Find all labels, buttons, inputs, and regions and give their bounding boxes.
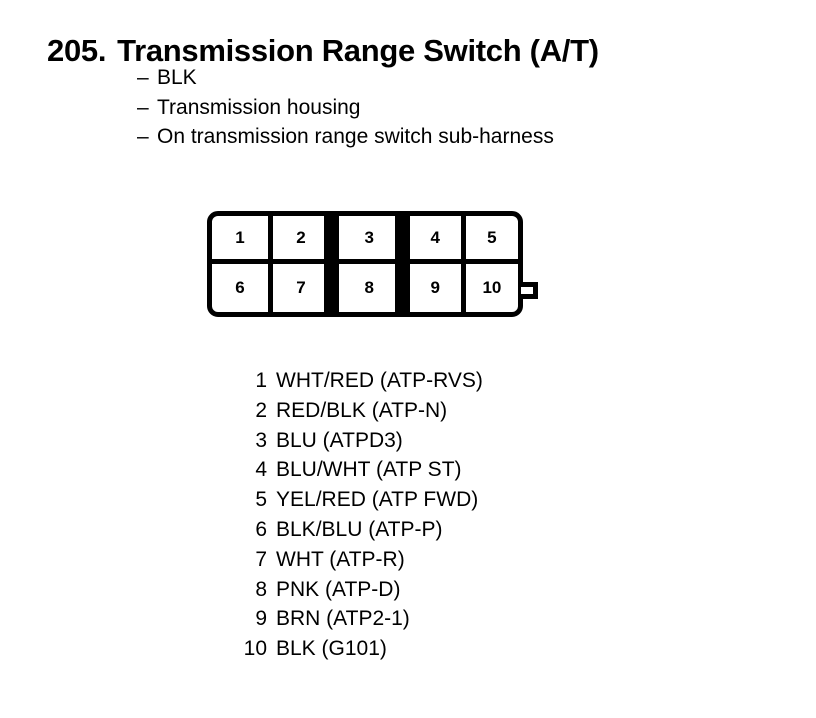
- note-item: –On transmission range switch sub-harnes…: [137, 122, 554, 152]
- connector-cell-5: 5: [465, 216, 518, 264]
- pin-row: 10 BLK (G101): [186, 634, 483, 664]
- pin-number: 5: [255, 488, 267, 512]
- pin-number: 9: [255, 607, 267, 631]
- pin-number: 3: [255, 428, 267, 452]
- page-title-number: 205.: [47, 32, 107, 68]
- pin-row: 4 BLU/WHT (ATP ST): [186, 455, 483, 485]
- note-item-label: BLK: [157, 66, 197, 89]
- page-title: 205. Transmission Range Switch (A/T): [47, 35, 599, 66]
- connector-cell-7: 7: [296, 278, 306, 297]
- pin-number: 1: [255, 369, 267, 392]
- connector-column-4: 4 9: [404, 216, 461, 312]
- connector-cell-8: 8: [364, 278, 374, 297]
- connector-pin-grid: 1 6 2 7 3 8 4 9 5 10: [212, 216, 518, 312]
- pin-number: 10: [243, 637, 267, 661]
- connector-shell: [207, 211, 523, 317]
- notes-list: –BLK –Transmission housing –On transmiss…: [137, 63, 554, 152]
- pin-row: 5 YEL/RED (ATP FWD): [186, 485, 483, 515]
- dash-icon: –: [137, 125, 149, 148]
- note-item-label: On transmission range switch sub-harness: [157, 125, 554, 148]
- pin-description: BLU (ATPD3): [276, 428, 403, 452]
- pin-description: BLU/WHT (ATP ST): [276, 458, 462, 482]
- connector-column-2: 2 7: [267, 216, 329, 312]
- connector-cell-2: 2: [272, 216, 329, 264]
- connector-cell-9: 9: [430, 278, 440, 297]
- connector-diagram: 1 6 2 7 3 8 4 9 5 10: [207, 211, 538, 323]
- page-title-text: Transmission Range Switch (A/T): [117, 32, 599, 68]
- connector-cell-1: 1: [212, 216, 268, 264]
- connector-column-5: 5 10: [460, 216, 518, 312]
- pin-row: 9 BRN (ATP2-1): [186, 604, 483, 634]
- pin-number: 8: [255, 577, 267, 601]
- connector-cell-3: 3: [338, 216, 400, 264]
- pin-description: BLK (G101): [276, 637, 387, 661]
- note-item: –BLK: [137, 63, 554, 93]
- note-item-label: Transmission housing: [157, 95, 361, 119]
- connector-cell-6: 6: [235, 278, 245, 297]
- pin-row: 7 WHT (ATP-R): [186, 545, 483, 575]
- pin-row: 2 RED/BLK (ATP-N): [186, 396, 483, 426]
- pin-number: 2: [255, 398, 267, 422]
- pin-row: 1 WHT/RED (ATP-RVS): [186, 366, 483, 396]
- pin-description: YEL/RED (ATP FWD): [276, 488, 479, 512]
- connector-column-1: 1 6: [212, 216, 268, 312]
- pin-number: 7: [255, 547, 267, 571]
- connector-latch-tab: [521, 282, 538, 299]
- pin-assignment-list: 1 WHT/RED (ATP-RVS) 2 RED/BLK (ATP-N) 3 …: [186, 366, 483, 664]
- note-item: –Transmission housing: [137, 93, 554, 123]
- pin-row: 6 BLK/BLU (ATP-P): [186, 515, 483, 545]
- pin-description: BRN (ATP2-1): [276, 607, 410, 631]
- pin-number: 6: [255, 517, 267, 541]
- pin-row: 3 BLU (ATPD3): [186, 426, 483, 456]
- connector-column-3: 3 8: [333, 216, 400, 312]
- dash-icon: –: [137, 66, 149, 89]
- connector-cell-4: 4: [409, 216, 461, 264]
- pin-description: WHT/RED (ATP-RVS): [276, 369, 483, 392]
- pin-description: RED/BLK (ATP-N): [276, 398, 448, 422]
- pin-description: BLK/BLU (ATP-P): [276, 517, 443, 541]
- dash-icon: –: [137, 95, 149, 119]
- pin-description: PNK (ATP-D): [276, 577, 401, 601]
- connector-cell-10: 10: [482, 278, 502, 297]
- pin-row: 8 PNK (ATP-D): [186, 575, 483, 605]
- pin-number: 4: [255, 458, 267, 482]
- pin-description: WHT (ATP-R): [276, 547, 405, 571]
